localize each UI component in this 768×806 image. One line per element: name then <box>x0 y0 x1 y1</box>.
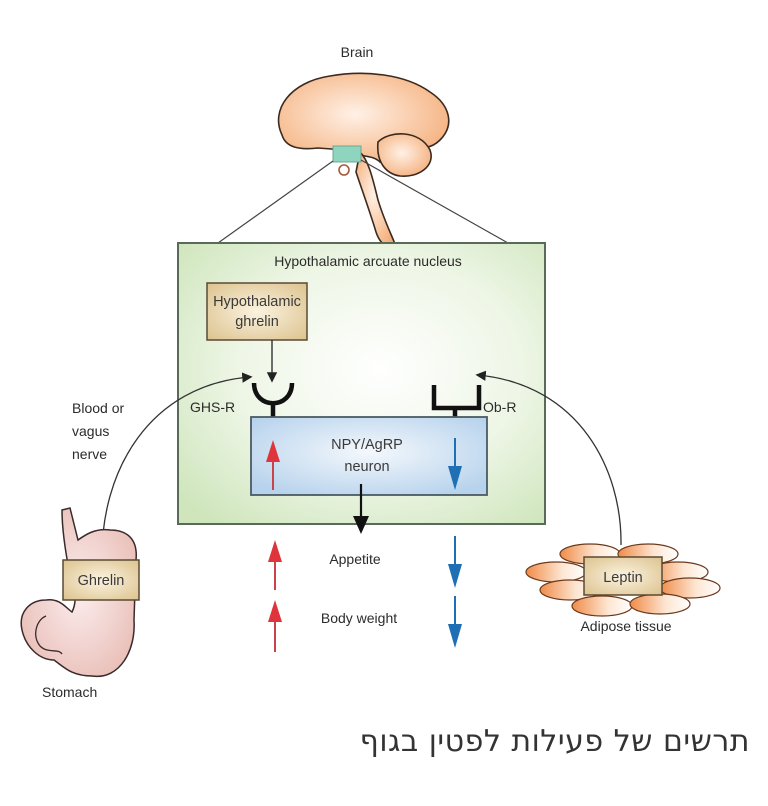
pathway-label-line2: vagus <box>72 423 109 439</box>
outcome-body-weight: Body weight <box>321 610 397 626</box>
hypothalamic-ghrelin-line1: Hypothalamic <box>213 294 301 310</box>
appetite-decrease-arrow-icon <box>448 536 462 588</box>
ghrelin-box <box>62 559 140 601</box>
stomach-label: Stomach <box>42 684 97 700</box>
hypothalamus-marker <box>332 145 362 163</box>
zoom-line-right <box>360 159 509 244</box>
neuron-label-line2: neuron <box>344 459 389 475</box>
pituitary-icon <box>338 164 350 176</box>
leptin-pathway-arrow <box>475 370 622 546</box>
hypothalamic-ghrelin-box <box>206 282 308 341</box>
appetite-increase-arrow-icon <box>268 540 282 590</box>
outcome-appetite: Appetite <box>329 551 381 567</box>
diagram-caption: תרשים של פעילות לפטין בגוף <box>359 724 750 759</box>
zoom-line-left <box>217 160 334 244</box>
neuron-label-line1: NPY/AgRP <box>331 437 403 453</box>
leptin-label: Leptin <box>603 570 643 586</box>
neuron-output-arrow-icon <box>353 484 369 534</box>
pathway-label-line3: nerve <box>72 446 107 462</box>
adipose-tissue-label: Adipose tissue <box>580 618 671 634</box>
body-weight-decrease-arrow-icon <box>448 596 462 648</box>
npy-agrp-neuron-box <box>250 416 488 496</box>
ghrelin-label: Ghrelin <box>78 573 125 589</box>
ghrelin-pathway-arrow <box>101 372 253 563</box>
increase-arrow-icon <box>266 440 280 490</box>
pathway-label-line1: Blood or <box>72 400 124 416</box>
ob-r-label: Ob-R <box>483 399 516 415</box>
hypothalamic-ghrelin-line2: ghrelin <box>235 314 279 330</box>
adipose-tissue-icon <box>525 543 721 617</box>
leptin-box <box>583 556 663 596</box>
nucleus-label: Hypothalamic arcuate nucleus <box>274 253 462 269</box>
ghs-r-label: GHS-R <box>190 399 235 415</box>
decrease-arrow-icon <box>448 438 462 490</box>
body-weight-increase-arrow-icon <box>268 600 282 652</box>
brain-icon <box>277 72 450 248</box>
brain-label: Brain <box>341 44 374 60</box>
